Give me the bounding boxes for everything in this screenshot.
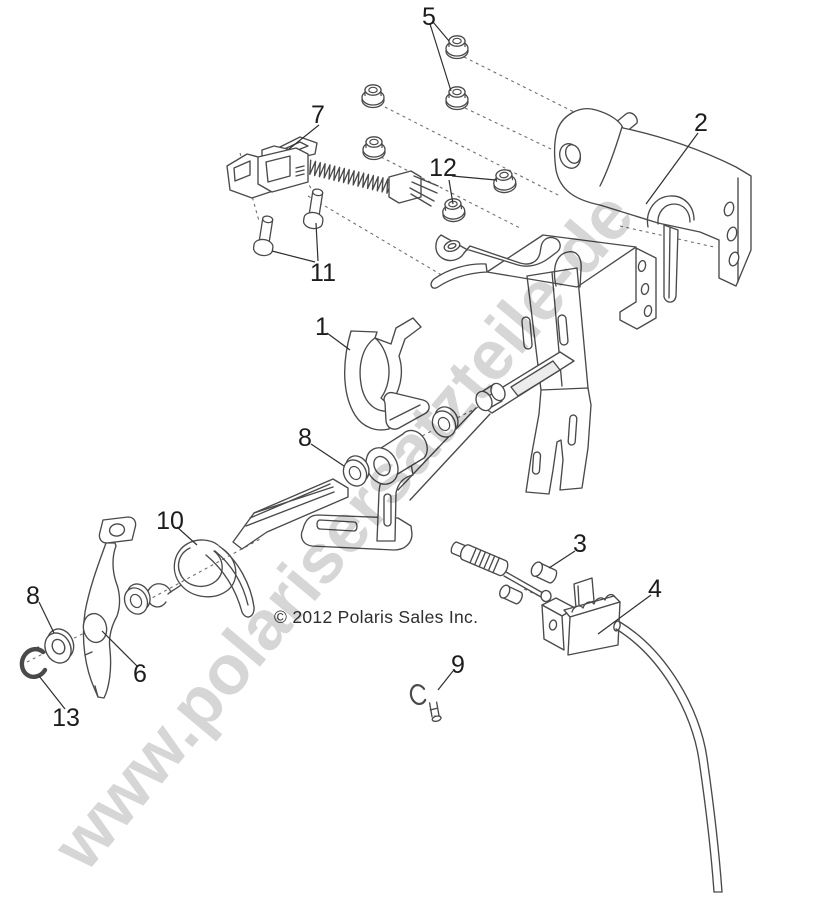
callout-10: 10 [156,507,184,535]
part-11-bolts [251,187,329,258]
frame-weldment [430,234,657,495]
callout-9: 9 [451,651,465,679]
part-13-e-clip [19,646,48,679]
leader-lines [38,21,699,710]
callout-13: 13 [52,704,80,732]
part-12-bracket-plate [435,234,561,267]
callout-5: 5 [422,3,436,31]
part-4-cable [541,577,723,893]
callout-8-top: 8 [298,424,312,452]
copyright-text: © 2012 Polaris Sales Inc. [274,607,478,627]
pedal-arm-assembly [232,402,491,551]
part-3-cable-end-and-pins [450,541,558,605]
callout-1: 1 [315,313,329,341]
callout-7: 7 [311,101,325,129]
callout-2: 2 [694,109,708,137]
callout-12: 12 [429,154,457,182]
part-8-washer [44,628,75,664]
callout-3: 3 [573,530,587,558]
callout-6: 6 [133,660,147,688]
callout-11: 11 [310,259,336,287]
part-2-mount-bracket [553,108,752,303]
part-7-spring-bracket [226,136,439,207]
callout-8-left: 8 [26,582,40,610]
part-9-clip [409,684,442,723]
part-1-pedal-plate [344,317,430,431]
part-10-spring [146,539,255,618]
callout-4: 4 [648,575,662,603]
part-6-lever [82,516,156,699]
callout-labels: 5 7 2 12 11 1 8 10 8 6 13 9 3 4 [26,3,708,732]
